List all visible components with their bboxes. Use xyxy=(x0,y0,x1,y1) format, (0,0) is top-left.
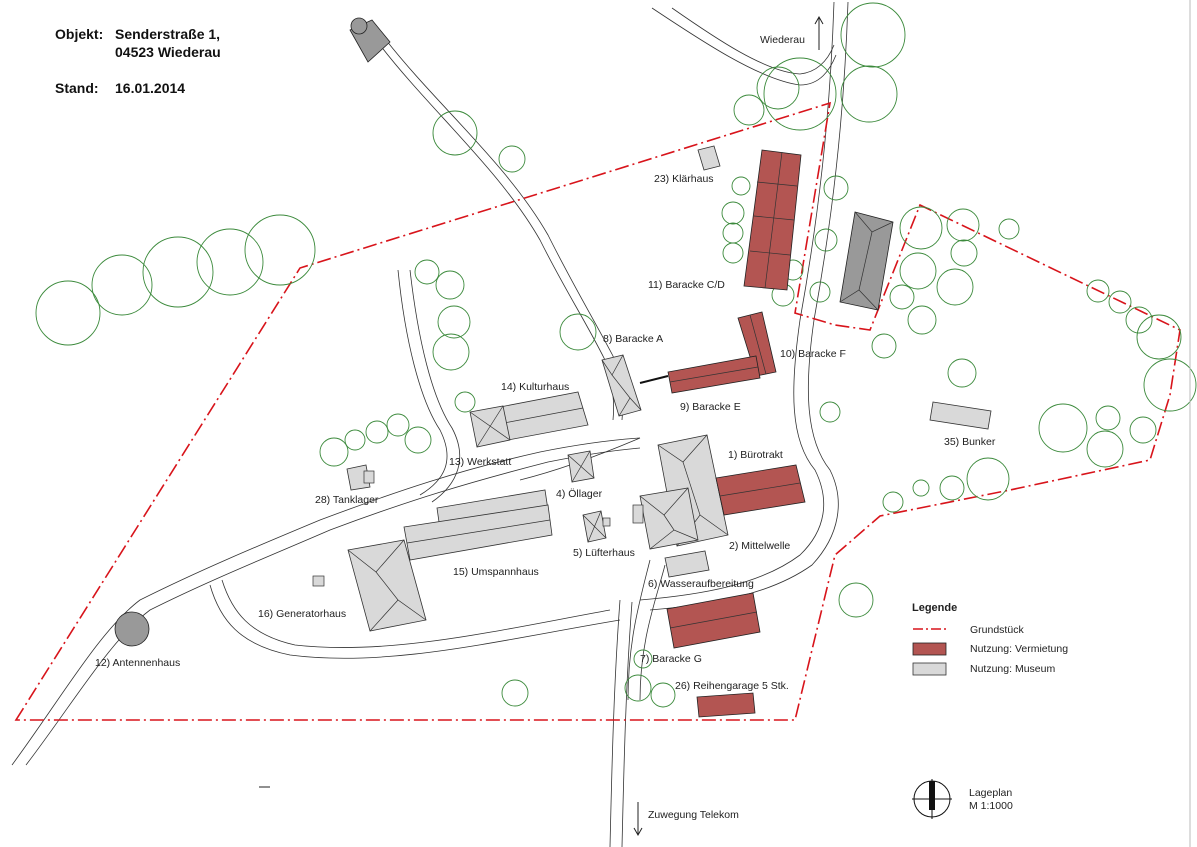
building-dark-east[interactable] xyxy=(839,211,894,311)
building-2-mittelwelle[interactable] xyxy=(632,487,699,550)
building-26-reihengarage[interactable] xyxy=(696,692,756,718)
legend-swatch-vermietung xyxy=(912,642,947,656)
label-35-bunker: 35) Bunker xyxy=(944,436,996,448)
north-arrow-icon xyxy=(912,779,952,819)
antenna-mast xyxy=(349,17,391,63)
building-14-kulturhaus[interactable] xyxy=(499,391,589,441)
label-13-werkstatt: 13) Werkstatt xyxy=(449,456,511,468)
legend-label-museum: Nutzung: Museum xyxy=(970,663,1055,675)
connector-line xyxy=(639,375,669,384)
legend-swatch-museum xyxy=(912,662,947,676)
stand-label: Stand: xyxy=(55,80,99,96)
plan-title: Lageplan xyxy=(969,787,1012,799)
legend: Legende Grundstück Nutzung: Vermietung N… xyxy=(912,602,1068,676)
label-11-baracke-cd: 11) Baracke C/D xyxy=(648,279,725,291)
label-4-oellager: 4) Öllager xyxy=(556,488,603,500)
label-15-umspannhaus: 15) Umspannhaus xyxy=(453,566,539,578)
arrow-down-icon xyxy=(633,802,643,837)
label-6-wasseraufbereitung: 6) Wasseraufbereitung xyxy=(648,578,754,590)
legend-label-vermietung: Nutzung: Vermietung xyxy=(970,643,1068,655)
building-4-oellager[interactable] xyxy=(567,450,595,483)
building-5-luefterhaus[interactable] xyxy=(582,510,611,543)
label-8-baracke-a: 8) Baracke A xyxy=(603,333,663,345)
building-15-umspannhaus[interactable] xyxy=(403,489,553,561)
building-11-baracke-cd[interactable] xyxy=(743,149,802,291)
objekt-label: Objekt: xyxy=(55,26,104,42)
legend-label-grundstueck: Grundstück xyxy=(970,624,1024,636)
label-28-tanklager: 28) Tanklager xyxy=(315,494,379,506)
label-wiederau-direction: Wiederau xyxy=(760,34,805,46)
building-10-baracke-f[interactable] xyxy=(737,311,777,377)
label-12-antennenhaus: 12) Antennenhaus xyxy=(95,657,180,669)
building-9-baracke-e[interactable] xyxy=(667,355,761,394)
plan-scale: M 1:1000 xyxy=(969,800,1013,812)
label-14-kulturhaus: 14) Kulturhaus xyxy=(501,381,569,393)
label-5-luefterhaus: 5) Lüfterhaus xyxy=(573,547,635,559)
objekt-address-line1: Senderstraße 1, xyxy=(115,26,221,42)
building-8-baracke-a[interactable] xyxy=(601,354,642,417)
arrow-up-icon xyxy=(814,15,824,50)
building-12-antennenhaus[interactable] xyxy=(114,611,150,647)
stand-date: 16.01.2014 xyxy=(115,80,186,96)
label-23-klaerhaus: 23) Klärhaus xyxy=(654,173,714,185)
objekt-address-line2: 04523 Wiederau xyxy=(115,44,221,60)
building-16-generatorhaus[interactable] xyxy=(312,539,427,632)
label-7-baracke-g: 7) Baracke G xyxy=(640,653,702,665)
building-28-tanklager[interactable] xyxy=(346,464,375,491)
roads xyxy=(11,1,849,847)
building-23-klaerhaus[interactable] xyxy=(697,145,721,171)
building-13-werkstatt[interactable] xyxy=(469,405,511,448)
label-9-baracke-e: 9) Baracke E xyxy=(680,401,741,413)
label-1-buerotrakt: 1) Bürotrakt xyxy=(728,449,783,461)
legend-title: Legende xyxy=(912,602,957,614)
label-26-reihengarage: 26) Reihengarage 5 Stk. xyxy=(675,680,789,692)
label-2-mittelwelle: 2) Mittelwelle xyxy=(729,540,790,552)
label-16-generatorhaus: 16) Generatorhaus xyxy=(258,608,346,620)
trees xyxy=(35,2,1197,708)
building-35-bunker[interactable] xyxy=(929,401,992,430)
building-7-baracke-g[interactable] xyxy=(666,592,761,649)
building-6-wasseraufbereitung[interactable] xyxy=(664,550,710,578)
label-10-baracke-f: 10) Baracke F xyxy=(780,348,846,360)
label-zuwegung-telekom: Zuwegung Telekom xyxy=(648,809,739,821)
